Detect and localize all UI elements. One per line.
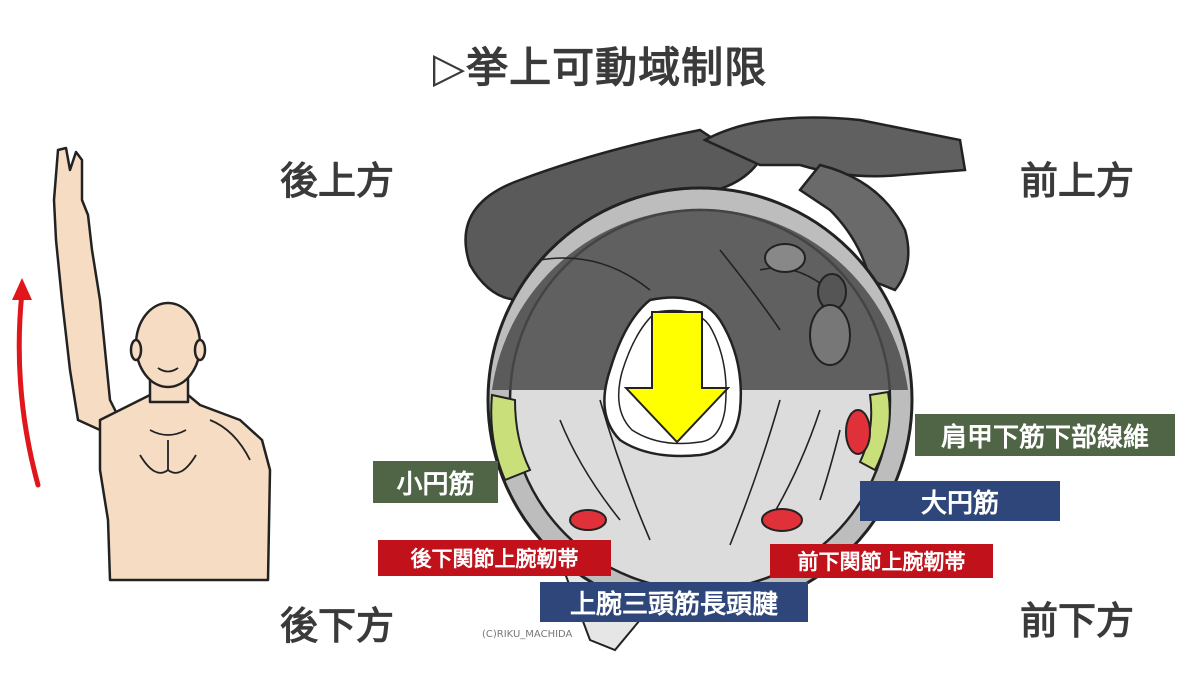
- coracoid: [798, 163, 910, 292]
- elevation-arrow-icon: [12, 278, 41, 488]
- direction-anterior-inferior: 前下方: [1020, 599, 1135, 643]
- direction-posterior-inferior: 後下方: [280, 604, 395, 648]
- torso: [98, 393, 272, 582]
- tendon-section-2: [809, 304, 851, 366]
- label-posterior-igh-ligament: 後下関節上腕靭帯: [378, 540, 611, 576]
- direction-anterior-superior: 前上方: [1020, 159, 1135, 203]
- raised-arm: [52, 146, 122, 432]
- subscapularis-lower-highlight: [858, 390, 891, 472]
- posterior-ligament-spot: [569, 509, 607, 531]
- human-figure-raised-arm: [52, 146, 272, 582]
- copyright-notice: (C)RIKU_MACHIDA: [482, 629, 573, 640]
- teres-minor-highlight: [490, 393, 532, 482]
- label-long-head-triceps: 上腕三頭筋長頭腱: [540, 582, 808, 622]
- label-subscapularis-lower: 肩甲下筋下部線維: [915, 414, 1175, 456]
- anterior-ligament-spot: [761, 508, 803, 532]
- page-title: ▷挙上可動域制限: [432, 43, 768, 92]
- figure-details: [139, 367, 251, 474]
- shoulder-joint-illustration: [464, 116, 967, 652]
- head: [134, 301, 202, 389]
- subscapularis-red-spot: [845, 409, 871, 455]
- label-anterior-igh-ligament: 前下関節上腕靭帯: [770, 544, 993, 578]
- tendon-section-3: [764, 243, 806, 273]
- label-teres-minor: 小円筋: [373, 461, 498, 503]
- direction-posterior-superior: 後上方: [280, 159, 395, 203]
- glenoid-rim: [617, 309, 727, 445]
- ear-right: [193, 338, 207, 362]
- label-teres-major: 大円筋: [860, 481, 1060, 521]
- downward-force-arrow-icon: [623, 311, 731, 444]
- ear-left: [129, 338, 143, 362]
